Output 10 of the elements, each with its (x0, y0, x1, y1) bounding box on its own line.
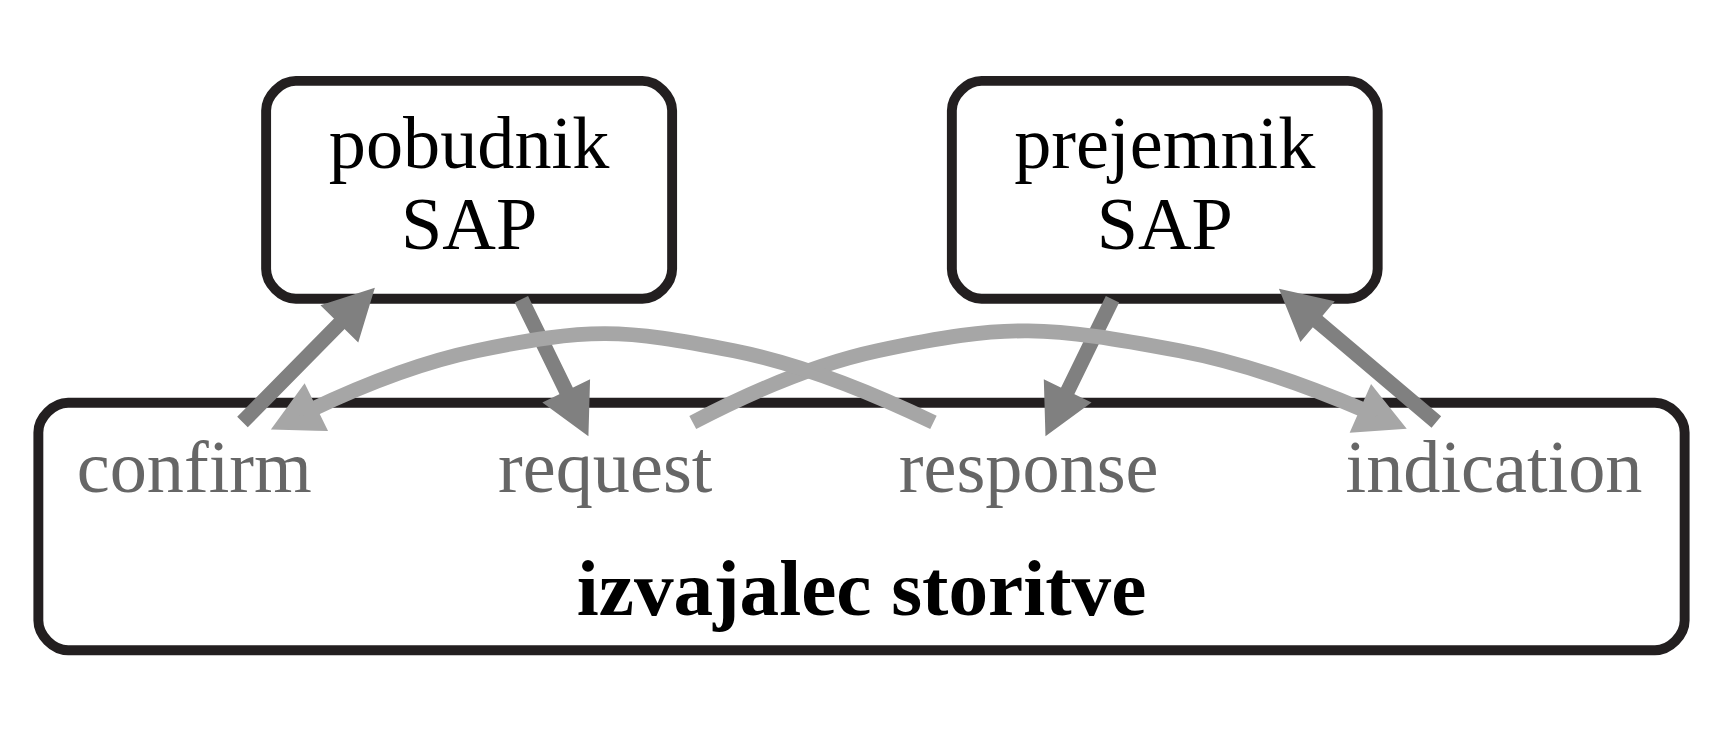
arrow (237, 287, 375, 427)
arrow (514, 295, 591, 436)
node-text: confirm (76, 425, 312, 508)
arrow (1278, 288, 1442, 428)
node-text: indication (1345, 425, 1643, 508)
node-text: response (898, 425, 1159, 508)
node-box: pobudnik SAP (261, 75, 678, 304)
arrow (1043, 295, 1120, 436)
node-text: request (498, 425, 713, 508)
node-box: prejemnik SAP (946, 75, 1383, 304)
